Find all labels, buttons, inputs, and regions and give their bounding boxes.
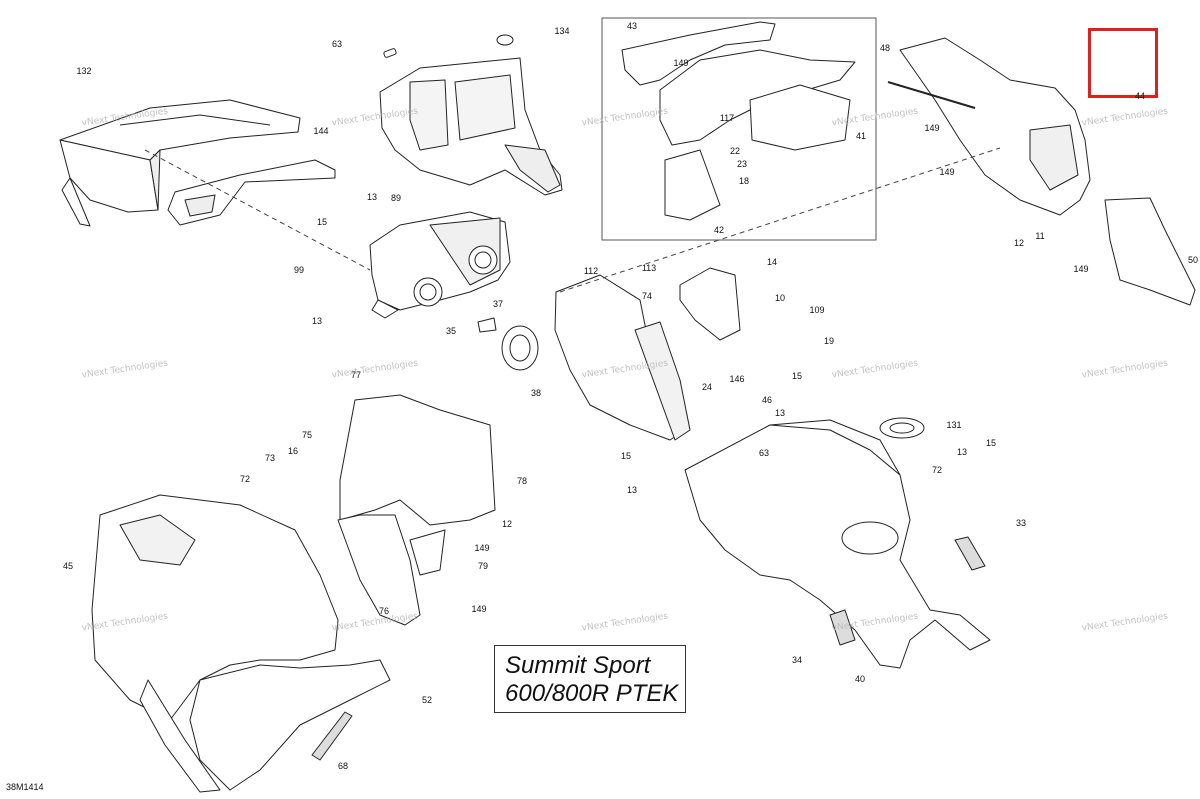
callout-label: 41 (855, 131, 867, 141)
callout-label: 99 (293, 265, 305, 275)
part-113-vent (679, 267, 741, 341)
callout-label: 149 (1073, 264, 1089, 274)
callout-label: 74 (641, 291, 653, 301)
callout-label: 149 (673, 58, 689, 68)
callout-label: 15 (316, 217, 328, 227)
callout-label: 68 (337, 761, 349, 771)
part-40-bottom-pan (684, 419, 991, 669)
callout-label: 112 (583, 266, 599, 276)
part-34-plate (829, 609, 856, 646)
callout-label: 149 (471, 604, 487, 614)
callout-label: 77 (350, 370, 362, 380)
callout-label: 144 (313, 126, 329, 136)
callout-label: 75 (301, 430, 313, 440)
alignment-lines (144, 147, 1001, 293)
callout-label: 15 (620, 451, 632, 461)
callout-label: 46 (761, 395, 773, 405)
callout-label: 40 (854, 674, 866, 684)
callout-label: 43 (626, 21, 638, 31)
callout-label: 149 (474, 543, 490, 553)
callout-label: 13 (626, 485, 638, 495)
callout-label: 72 (239, 474, 251, 484)
callout-label: 52 (421, 695, 433, 705)
callout-label: 18 (738, 176, 750, 186)
callout-label: 16 (287, 446, 299, 456)
callout-label: 44 (1134, 91, 1146, 101)
part-75-78-panel (337, 394, 496, 626)
callout-label: 73 (264, 453, 276, 463)
highlight-box (1088, 28, 1158, 98)
callout-label: 63 (331, 39, 343, 49)
callout-label: 63 (758, 448, 770, 458)
callout-label: 89 (390, 193, 402, 203)
callout-label: 13 (774, 408, 786, 418)
callout-label: 19 (823, 336, 835, 346)
callout-label: 23 (736, 159, 748, 169)
callout-label: 14 (766, 257, 778, 267)
part-68-bracket (311, 711, 353, 761)
callout-label: 79 (477, 561, 489, 571)
callout-label: 13 (311, 316, 323, 326)
callout-label: 131 (946, 420, 962, 430)
callout-label: 48 (879, 43, 891, 53)
callout-label: 37 (492, 299, 504, 309)
callout-label: 34 (791, 655, 803, 665)
callout-label: 13 (366, 192, 378, 202)
part-45-hood (91, 494, 391, 793)
part-99-headlight (369, 211, 511, 319)
callout-label: 78 (516, 476, 528, 486)
part-144-trim (167, 159, 336, 226)
callout-label: 117 (719, 113, 735, 123)
callout-label: 113 (641, 263, 657, 273)
part-112-side-panel (554, 274, 691, 441)
callout-label: 15 (791, 371, 803, 381)
callout-label: 45 (62, 561, 74, 571)
model-title-box: Summit Sport 600/800R PTEK (494, 645, 686, 713)
callout-label: 22 (729, 146, 741, 156)
callout-label: 33 (1015, 518, 1027, 528)
part-38-bulb-cover (477, 317, 539, 371)
model-title-line2: 600/800R PTEK (505, 680, 679, 707)
part-50-bracket (1104, 197, 1196, 306)
model-title-line1: Summit Sport (505, 652, 651, 679)
callout-label: 24 (701, 382, 713, 392)
callout-label: 76 (378, 606, 390, 616)
inset-frame (601, 17, 877, 241)
callout-label: 38 (530, 388, 542, 398)
callout-label: 134 (554, 26, 570, 36)
callout-label: 10 (774, 293, 786, 303)
part-43-117-41-42 (621, 21, 856, 221)
callout-label: 72 (931, 465, 943, 475)
document-number: 38M1414 (6, 782, 44, 792)
callout-label: 149 (939, 167, 955, 177)
callout-label: 109 (809, 305, 825, 315)
callout-label: 15 (985, 438, 997, 448)
part-33-plate (954, 536, 986, 571)
callout-label: 35 (445, 326, 457, 336)
callout-label: 146 (729, 374, 745, 384)
callout-label: 149 (924, 123, 940, 133)
callout-label: 12 (501, 519, 513, 529)
part-131-ring (879, 417, 925, 439)
part-48-side-panel (887, 37, 1091, 216)
part-132-deflector (59, 99, 301, 227)
callout-label: 11 (1035, 231, 1045, 241)
part-134-console (379, 34, 563, 196)
callout-label: 50 (1187, 255, 1199, 265)
callout-label: 42 (713, 225, 725, 235)
callout-label: 132 (76, 66, 92, 76)
callout-label: 13 (956, 447, 968, 457)
callout-label: 12 (1013, 238, 1025, 248)
